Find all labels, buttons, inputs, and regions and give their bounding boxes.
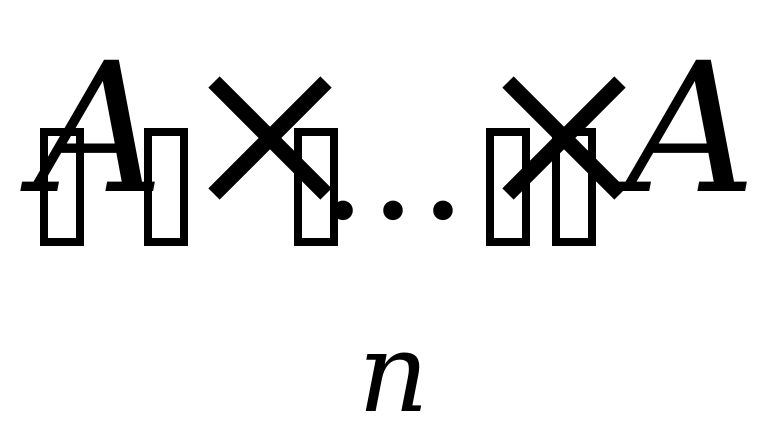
placeholder-box-3 [294,128,338,246]
times-icon-right [502,76,626,200]
ellipsis: … [318,80,468,254]
placeholder-box-2 [144,128,188,246]
times-icon-left [208,76,332,200]
left-operand: A [34,25,164,234]
right-operand: A [626,25,756,234]
count-label: n [358,309,429,437]
placeholder-box-1 [40,128,84,246]
